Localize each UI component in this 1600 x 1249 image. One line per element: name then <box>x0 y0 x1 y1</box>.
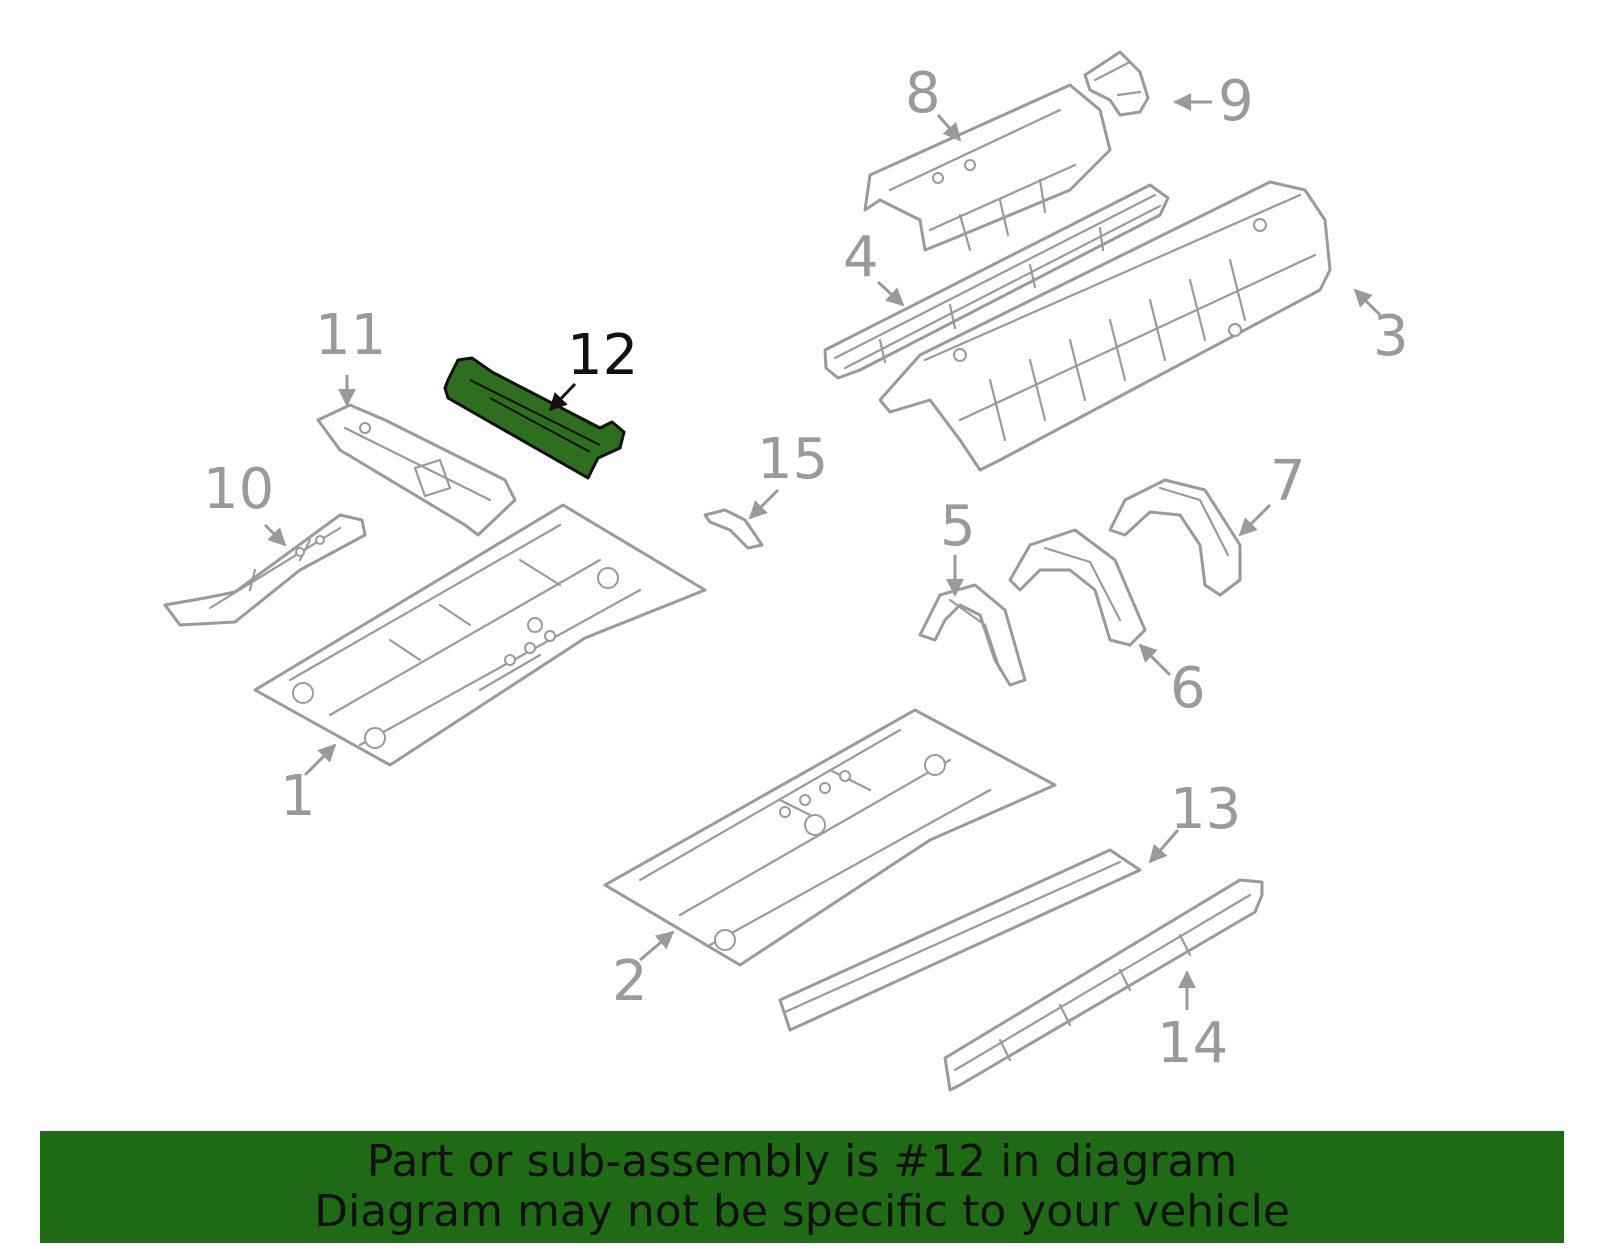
callout-2: 2 <box>612 949 648 1014</box>
callout-12: 12 <box>567 323 638 388</box>
callout-8: 8 <box>905 61 941 126</box>
callout-3: 3 <box>1373 304 1409 369</box>
callout-4: 4 <box>843 225 879 290</box>
part-10[interactable] <box>163 513 367 627</box>
callout-11: 11 <box>315 303 386 368</box>
callout-15: 15 <box>757 427 828 492</box>
callout-10: 10 <box>203 457 274 522</box>
leader-lines <box>263 93 1382 1010</box>
part-2[interactable] <box>603 708 1057 967</box>
part-12[interactable] <box>443 356 626 480</box>
part-3[interactable] <box>878 180 1332 472</box>
callout-6: 6 <box>1170 656 1206 721</box>
part-11[interactable] <box>316 403 517 537</box>
callout-7: 7 <box>1270 449 1306 514</box>
part-13[interactable] <box>778 848 1142 1032</box>
callout-9: 9 <box>1218 69 1254 134</box>
part-5[interactable] <box>918 583 1027 687</box>
callout-13: 13 <box>1170 777 1241 842</box>
part-6[interactable] <box>1008 528 1147 647</box>
callout-14: 14 <box>1157 1011 1228 1076</box>
part-1[interactable] <box>253 503 707 767</box>
callout-1: 1 <box>280 764 316 829</box>
part-8[interactable] <box>863 83 1112 252</box>
callout-5: 5 <box>940 494 976 559</box>
part-15[interactable] <box>703 508 764 550</box>
banner-line-1: Part or sub-assembly is #12 in diagram <box>366 1136 1238 1187</box>
part-9[interactable] <box>1083 50 1150 117</box>
part-14[interactable] <box>943 878 1264 1092</box>
info-banner: Part or sub-assembly is #12 in diagram D… <box>40 1131 1564 1243</box>
part-4[interactable] <box>823 183 1170 380</box>
part-7[interactable] <box>1108 478 1242 597</box>
banner-line-2: Diagram may not be specific to your vehi… <box>314 1186 1290 1237</box>
